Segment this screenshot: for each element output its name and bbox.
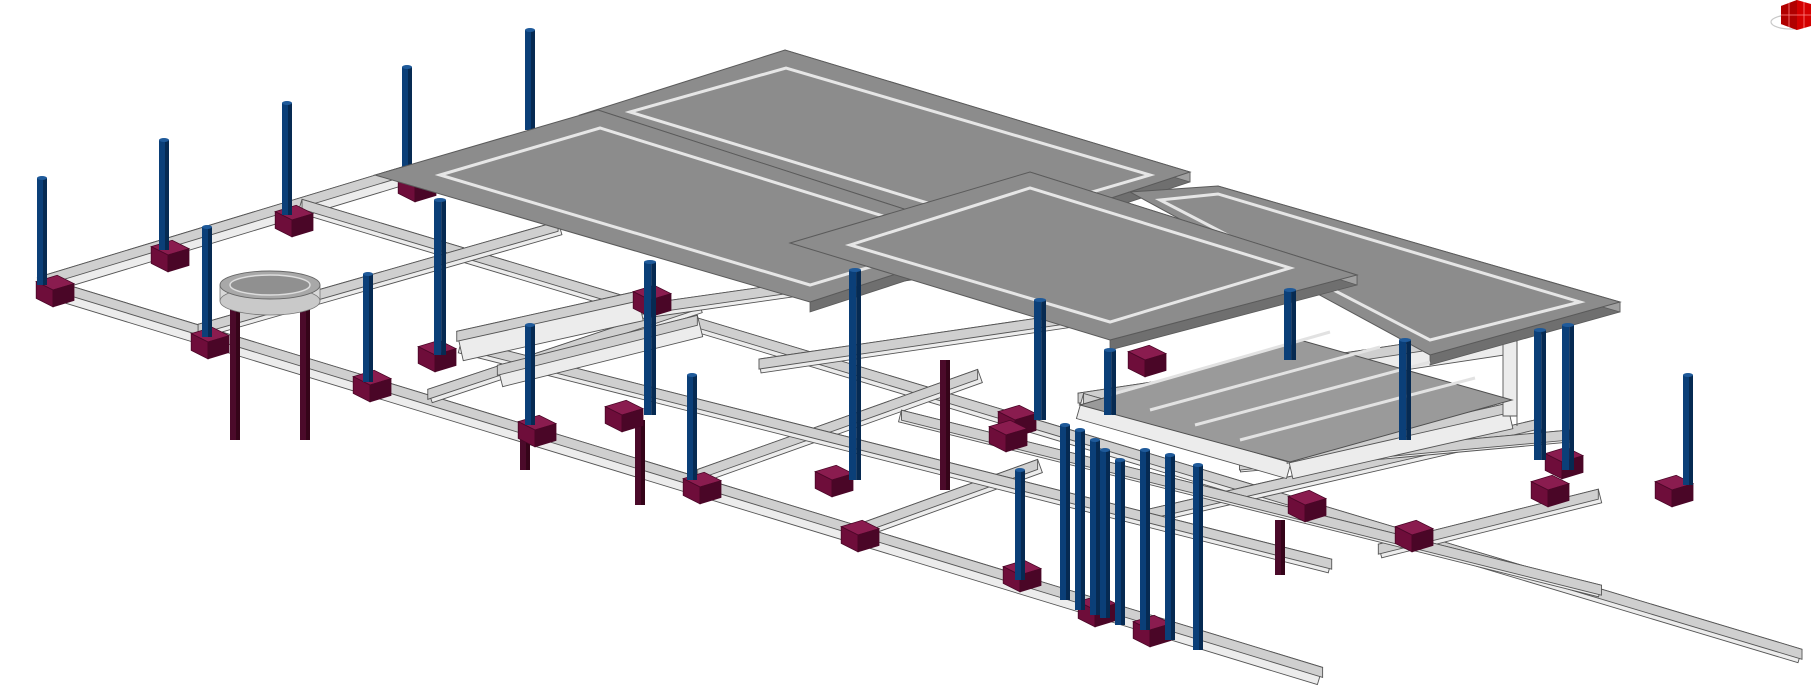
- deck-rib: [1194, 360, 1431, 427]
- footing: [1287, 489, 1328, 523]
- pile: [940, 360, 950, 490]
- column: [363, 272, 373, 382]
- lower-columns-layer: [37, 28, 1693, 650]
- column: [1104, 348, 1116, 415]
- column: [1115, 458, 1125, 625]
- column: [1060, 423, 1070, 600]
- circular-tank: [219, 270, 321, 316]
- pile: [520, 430, 530, 470]
- column: [1683, 373, 1693, 485]
- pile: [635, 420, 645, 505]
- column: [1075, 428, 1085, 610]
- footing: [840, 519, 881, 553]
- column: [1034, 298, 1046, 420]
- footing: [1530, 474, 1571, 508]
- column: [1193, 463, 1203, 650]
- footing: [682, 471, 723, 505]
- pile: [300, 300, 310, 440]
- column: [1534, 328, 1546, 460]
- column: [1399, 338, 1411, 440]
- column: [202, 225, 212, 337]
- column: [687, 373, 697, 480]
- deck-rib: [1239, 376, 1476, 442]
- pile: [1275, 520, 1285, 575]
- upper-columns-layer: [434, 198, 1574, 480]
- footing: [988, 419, 1029, 453]
- grade-beam: [1502, 340, 1518, 426]
- column: [525, 28, 535, 130]
- footing: [1127, 344, 1168, 378]
- slabs-layer: [373, 49, 1622, 463]
- column: [159, 138, 169, 250]
- view-cube-icon[interactable]: [1759, 0, 1811, 34]
- floor-slab: [1128, 185, 1622, 366]
- column: [1015, 468, 1025, 580]
- column: [37, 176, 47, 285]
- footing: [604, 399, 645, 433]
- footing: [1394, 519, 1435, 553]
- column: [1284, 288, 1296, 360]
- footing: [1654, 474, 1695, 508]
- footings-layer: [35, 169, 1695, 648]
- column: [644, 260, 656, 415]
- column: [1100, 448, 1110, 618]
- column: [402, 65, 412, 182]
- column: [1165, 453, 1175, 640]
- column: [525, 323, 535, 425]
- column: [434, 198, 446, 355]
- column: [1562, 323, 1574, 470]
- deck-rib: [1149, 345, 1381, 412]
- piles-layer: [219, 270, 1285, 575]
- column: [849, 268, 861, 480]
- footing: [352, 369, 393, 403]
- footing: [814, 464, 855, 498]
- column: [1090, 438, 1100, 615]
- footing: [150, 239, 191, 273]
- pile: [230, 300, 240, 440]
- column: [1140, 448, 1150, 630]
- column: [282, 101, 292, 215]
